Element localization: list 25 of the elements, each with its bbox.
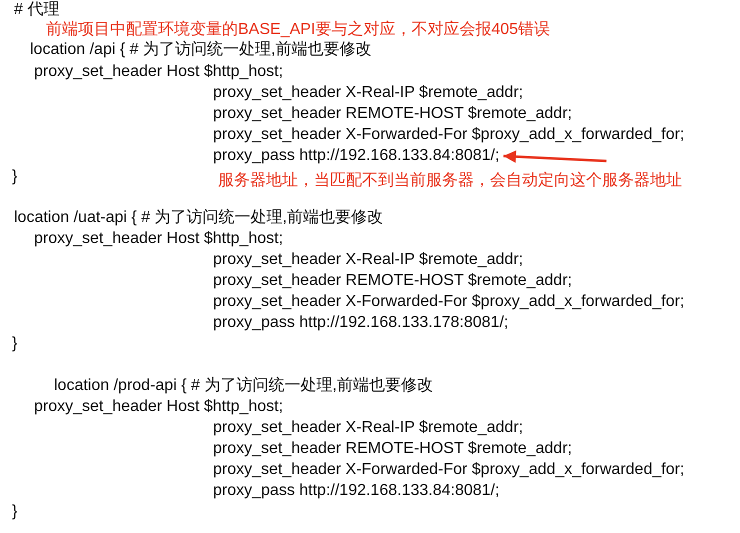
comment-line: # 代理 xyxy=(14,0,60,20)
code-line: proxy_set_header Host $http_host; xyxy=(34,397,284,417)
code-line: proxy_set_header X-Real-IP $remote_addr; xyxy=(213,83,524,103)
code-line: proxy_set_header X-Forwarded-For $proxy_add_x_forwarded_for; xyxy=(213,460,684,480)
arrow xyxy=(503,150,606,163)
code-line: location /prod-api { # 为了访问统一处理,前端也要修改 xyxy=(54,376,433,396)
code-line: proxy_set_header Host $http_host; xyxy=(34,62,284,82)
closing-brace: } xyxy=(12,167,18,187)
code-line: proxy_pass http://192.168.133.84:8081/; xyxy=(213,481,500,501)
code-line: proxy_set_header X-Real-IP $remote_addr; xyxy=(213,250,524,270)
code-line: proxy_set_header X-Real-IP $remote_addr; xyxy=(213,418,524,438)
closing-brace: } xyxy=(12,334,18,354)
code-line: location /uat-api { # 为了访问统一处理,前端也要修改 xyxy=(14,208,383,228)
code-line: proxy_set_header Host $http_host; xyxy=(34,229,284,249)
code-line: proxy_set_header X-Forwarded-For $proxy_add_x_forwarded_for; xyxy=(213,292,684,312)
code-line: proxy_pass http://192.168.133.84:8081/; xyxy=(213,146,500,166)
code-line: proxy_pass http://192.168.133.178:8081/; xyxy=(213,313,508,333)
code-line: proxy_set_header REMOTE-HOST $remote_addr; xyxy=(213,104,572,124)
code-line: proxy_set_header REMOTE-HOST $remote_addr; xyxy=(213,439,572,459)
code-line: proxy_set_header REMOTE-HOST $remote_addr; xyxy=(213,271,572,291)
code-line: proxy_set_header X-Forwarded-For $proxy_add_x_forwarded_for; xyxy=(213,125,684,145)
annotation-note: 前端项目中配置环境变量的BASE_API要与之对应，不对应会报405错误 xyxy=(46,20,550,40)
annotation-note: 服务器地址，当匹配不到当前服务器，会自动定向这个服务器地址 xyxy=(218,171,682,191)
closing-brace: } xyxy=(12,502,18,522)
code-line: location /api { # 为了访问统一处理,前端也要修改 xyxy=(30,40,372,60)
